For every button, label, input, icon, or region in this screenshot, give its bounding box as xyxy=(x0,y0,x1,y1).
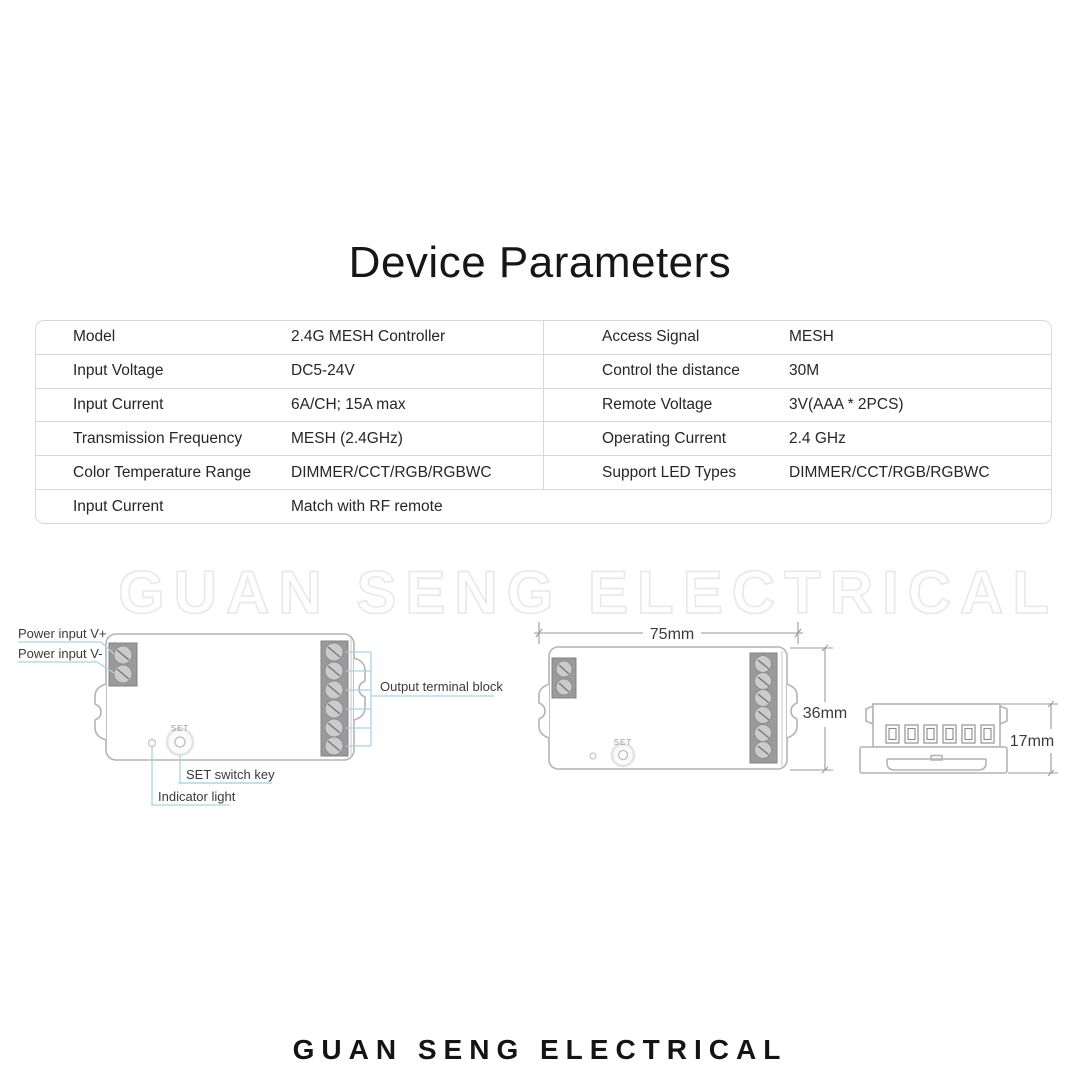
device-top-view-labeled: SET Power input V+ Power input V- Output… xyxy=(18,626,503,806)
label-power-input-vminus: Power input V- xyxy=(18,646,103,661)
base-notch xyxy=(930,754,943,761)
param-value: DIMMER/CCT/RGB/RGBWC xyxy=(789,463,990,481)
mounting-wing-left xyxy=(94,683,107,741)
power-terminal-block xyxy=(551,657,577,699)
param-label: Input Voltage xyxy=(73,362,164,380)
mounting-wing-left xyxy=(538,683,550,739)
label-power-input-vplus: Power input V+ xyxy=(18,626,107,641)
watermark-text: GUAN SENG ELECTRICAL xyxy=(117,558,1059,627)
output-terminal-block xyxy=(749,652,778,764)
label-indicator-light: Indicator light xyxy=(158,789,236,804)
device-top-view-dimensioned: SET 75mm 36mm xyxy=(534,622,847,774)
table-row: Input Current Match with RF remote xyxy=(36,490,1051,523)
param-value: DIMMER/CCT/RGB/RGBWC xyxy=(291,463,492,481)
side-tab-right xyxy=(999,704,1008,726)
param-value: MESH xyxy=(789,328,834,346)
param-label: Operating Current xyxy=(543,422,789,456)
param-label: Input Current xyxy=(73,396,164,414)
param-label: Input Current xyxy=(73,497,164,515)
table-row: Color Temperature Range DIMMER/CCT/RGB/R… xyxy=(36,456,1051,491)
set-button: SET xyxy=(165,724,195,757)
param-label: Support LED Types xyxy=(543,456,789,490)
wire-holes xyxy=(885,724,995,744)
base-rail xyxy=(886,759,987,771)
device-diagrams: SET Power input V+ Power input V- Output… xyxy=(18,622,1058,806)
footer-brand: GUAN SENG ELECTRICAL xyxy=(292,1034,788,1065)
dimension-75mm: 75mm xyxy=(534,622,803,644)
set-button: SET xyxy=(610,738,636,768)
param-value xyxy=(789,490,1051,523)
set-caption: SET xyxy=(171,724,190,733)
power-terminal-block xyxy=(108,642,138,687)
dimension-17mm: 17mm xyxy=(1001,700,1058,777)
param-value: 3V(AAA * 2PCS) xyxy=(789,396,904,414)
param-label: Color Temperature Range xyxy=(73,463,252,481)
indicator-led xyxy=(589,752,597,760)
param-label xyxy=(543,490,789,523)
dimension-height-text: 36mm xyxy=(803,705,847,722)
label-set-switch-key: SET switch key xyxy=(186,767,275,782)
param-label: Model xyxy=(73,328,116,346)
table-row: Input Current 6A/CH; 15A max Remote Volt… xyxy=(36,388,1051,423)
device-side-view: 17mm xyxy=(859,700,1058,777)
device-body xyxy=(105,633,355,761)
output-leader-lines xyxy=(346,651,494,747)
set-caption: SET xyxy=(614,738,633,747)
page-title: Device Parameters xyxy=(348,238,732,287)
label-output-terminal-block: Output terminal block xyxy=(380,679,503,694)
param-value: 6A/CH; 15A max xyxy=(291,396,406,414)
param-label: Access Signal xyxy=(543,321,789,354)
dimension-36mm: 36mm xyxy=(790,644,847,774)
param-label: Remote Voltage xyxy=(543,388,789,422)
side-tab-left xyxy=(865,704,874,726)
param-label: Transmission Frequency xyxy=(73,429,243,447)
output-terminal-block xyxy=(320,640,349,757)
mounting-wing-right xyxy=(353,657,366,721)
table-row: Input Voltage DC5-24V Control the distan… xyxy=(36,354,1051,389)
dimension-width-text: 75mm xyxy=(650,626,694,643)
param-value: 2.4G MESH Controller xyxy=(291,328,446,346)
param-value: 30M xyxy=(789,362,820,380)
table-row: Transmission Frequency MESH (2.4GHz) Ope… xyxy=(36,422,1051,457)
param-value: DC5-24V xyxy=(291,362,355,380)
param-value: MESH (2.4GHz) xyxy=(291,429,403,447)
param-label: Control the distance xyxy=(543,354,789,388)
param-value: Match with RF remote xyxy=(291,497,443,515)
dimension-depth-text: 17mm xyxy=(1010,733,1054,750)
table-row: Model 2.4G MESH Controller Access Signal… xyxy=(36,321,1051,355)
mounting-wing-right xyxy=(786,683,798,739)
indicator-led xyxy=(147,738,157,748)
param-value: 2.4 GHz xyxy=(789,429,846,447)
device-parameters-table: Model 2.4G MESH Controller Access Signal… xyxy=(35,320,1052,524)
